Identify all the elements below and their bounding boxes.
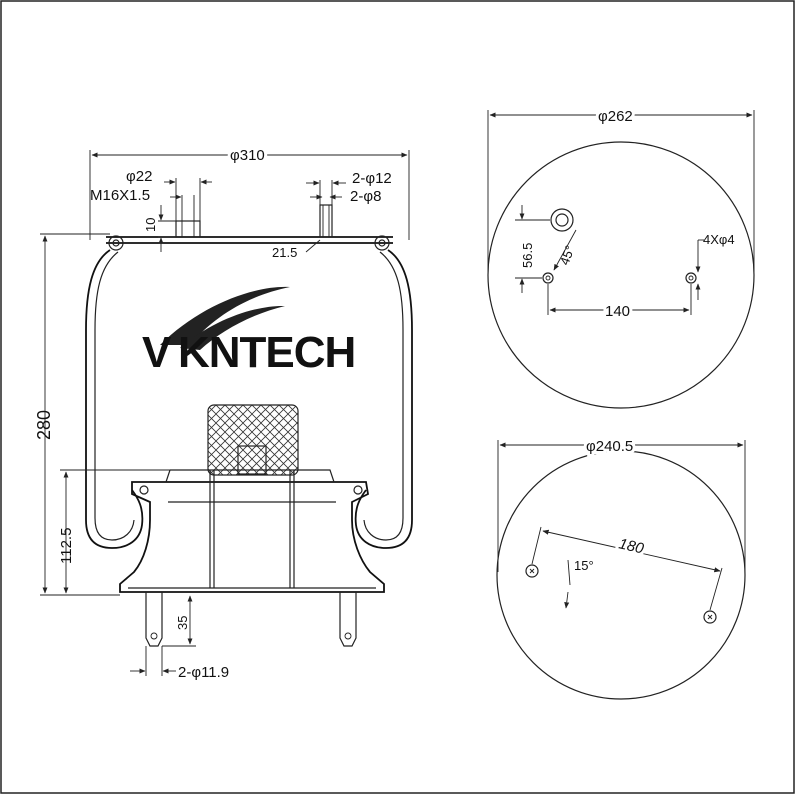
dim-fitting-offset: 21.5 [272, 245, 297, 260]
dim-top-diameter: φ262 [598, 108, 633, 125]
brand-logo: V KNTECH [142, 286, 356, 377]
top-stud [175, 220, 201, 238]
top-plate-view: φ262 56.5 45° 4Xφ4 140 [487, 105, 755, 409]
dim-stud-height: 10 [143, 218, 158, 232]
dim-overall-diameter: φ310 [230, 147, 265, 164]
bottom-hole-right [703, 610, 717, 624]
bellows-outline [85, 249, 144, 549]
dim-hole-spacing: 140 [605, 303, 630, 320]
bottom-plate-view: φ240.5 180 15° [496, 435, 746, 700]
logo-text: KNTECH [178, 328, 355, 377]
top-stud-hole [550, 208, 574, 232]
dim-stud-thread: M16X1.5 [90, 187, 150, 204]
air-fitting [319, 204, 333, 238]
dim-top-offset: 56.5 [520, 243, 535, 268]
dim-stud-diameter: φ22 [126, 168, 152, 185]
top-hole-right [685, 272, 697, 284]
logo-initial: V [142, 328, 172, 377]
piston [119, 481, 385, 593]
top-bead-plate [106, 236, 393, 244]
dim-piston-height: 112.5 [58, 528, 75, 564]
dim-fitting-holes: 2-φ12 [352, 170, 392, 187]
bottom-bolt-right [339, 592, 357, 647]
dim-bottom-angle: 15° [574, 558, 594, 573]
top-plate-circle [487, 141, 755, 409]
internal-bumper [207, 404, 299, 476]
dim-top-holes: 4Xφ4 [703, 232, 735, 247]
dim-bottom-diameter: φ240.5 [586, 438, 633, 455]
top-hole-left [542, 272, 554, 284]
dim-bolt-protrusion: 35 [175, 616, 190, 630]
bottom-hole-left [525, 564, 539, 578]
bottom-bolt-left [145, 592, 163, 647]
dim-fitting-inner: 2-φ8 [350, 188, 381, 205]
dim-top-angle: 45° [557, 243, 578, 267]
dim-bottom-bolts: 2-φ11.9 [178, 664, 229, 681]
dim-bolt-spacing: 180 [617, 535, 646, 557]
side-view: V KNTECH φ310 φ22 M16X1.5 10 2-φ12 2-φ8 … [34, 144, 413, 681]
bottom-plate-circle [496, 450, 746, 700]
dim-total-height: 280 [34, 410, 54, 440]
